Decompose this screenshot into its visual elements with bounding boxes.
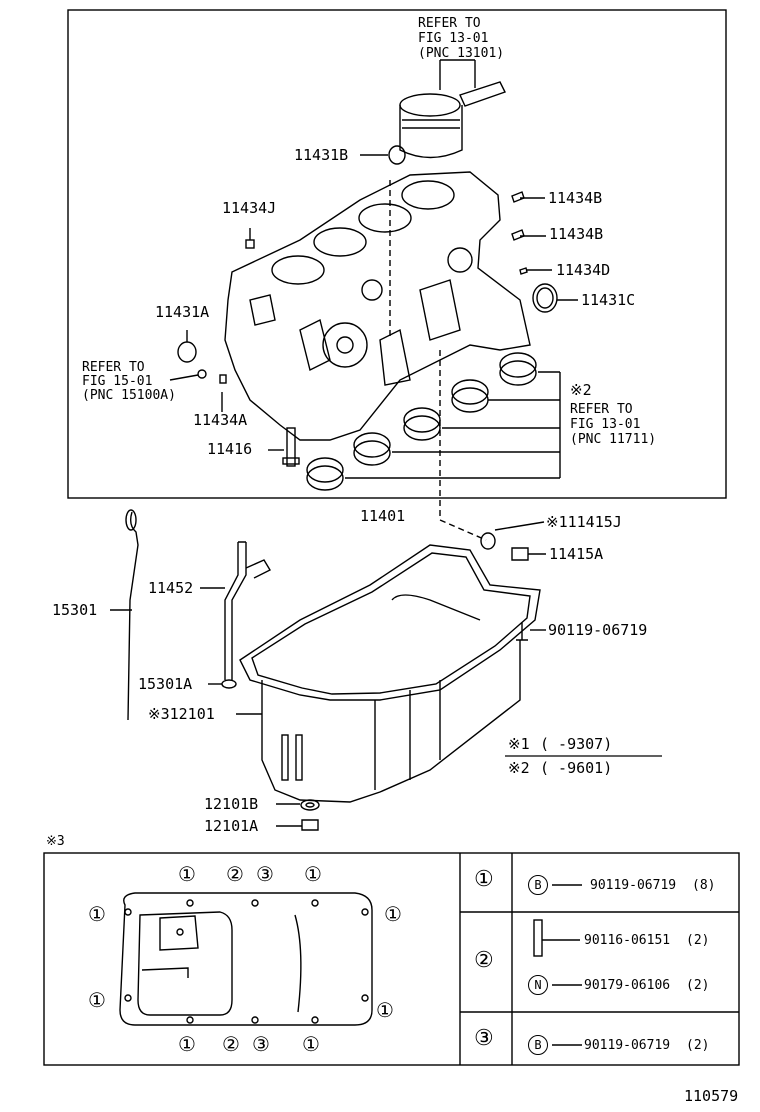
fig15-ref-line1: REFER TO — [82, 360, 145, 375]
pan-mark-bottom-3: ③ — [252, 1032, 270, 1056]
legend-row3-qty: (2) — [686, 1038, 710, 1053]
label-15301: 15301 — [52, 601, 98, 619]
pan-mark-top-4: ① — [304, 862, 322, 886]
legend-row2-letter: N — [528, 975, 548, 995]
label-mark2: ※2 — [570, 381, 592, 399]
note2-key: ※2 — [508, 759, 530, 777]
legend-row3-part: 90119-06719 — [584, 1038, 671, 1053]
label-11434B-2: 11434B — [549, 225, 604, 243]
oil-pan-body — [261, 640, 521, 803]
pan-mark-bottom-1: ① — [178, 1032, 196, 1056]
fig15-ref-line2: FIG 15-01 — [82, 374, 153, 389]
pan-mark-side-1: ① — [88, 902, 106, 926]
note1-value: ( -9307) — [540, 735, 613, 753]
legend-row1-qty: (8) — [692, 878, 716, 893]
label-11452: 11452 — [148, 579, 194, 597]
label-90119-06719: 90119-06719 — [548, 621, 648, 639]
front-pulley-boss — [322, 322, 368, 368]
label-312101: ※312101 — [148, 705, 215, 723]
legend-frame — [43, 852, 740, 1066]
bearing-ref-line2: FIG 13-01 — [570, 417, 641, 432]
pan-mark-top-2: ② — [226, 862, 244, 886]
cylinder-block — [224, 171, 531, 441]
legend-row2-part2: 90179-06106 — [584, 978, 671, 993]
oil-pan-flange — [239, 544, 541, 701]
legend-row1-number: ① — [474, 867, 494, 892]
legend-row3-number: ③ — [474, 1026, 494, 1051]
front-seal — [177, 341, 197, 363]
legend-row3-letter: B — [528, 1035, 548, 1055]
pan-mark-top-3: ③ — [256, 862, 274, 886]
pan-mark-side-3: ① — [384, 902, 402, 926]
label-11434A: 11434A — [193, 411, 248, 429]
dipstick — [127, 511, 139, 721]
label-111415J: ※111415J — [546, 513, 622, 531]
label-11434B-1: 11434B — [548, 189, 603, 207]
pan-mark-top-1: ① — [178, 862, 196, 886]
pan-mark-side-2: ① — [88, 988, 106, 1012]
pan-mark-side-4: ① — [376, 998, 394, 1022]
label-11415A: 11415A — [549, 545, 604, 563]
legend-row2-qty2: (2) — [686, 978, 710, 993]
label-12101A: 12101A — [204, 817, 259, 835]
label-11431B: 11431B — [294, 146, 349, 164]
note2-value: ( -9601) — [540, 759, 613, 777]
legend-row2-part1: 90116-06151 — [584, 933, 671, 948]
legend-row1-letter: B — [528, 875, 548, 895]
legend-row1-part: 90119-06719 — [590, 878, 677, 893]
fig15-ref-line3: (PNC 15100A) — [82, 388, 176, 403]
rod-bush — [388, 145, 406, 165]
label-15301A: 15301A — [138, 675, 193, 693]
label-11401: 11401 — [360, 507, 406, 525]
legend-row2-qty1: (2) — [686, 933, 710, 948]
piston-pin — [459, 81, 506, 107]
pan-mark-bottom-4: ① — [302, 1032, 320, 1056]
legend-title: ※3 — [46, 834, 65, 849]
note1-key: ※1 — [508, 735, 530, 753]
piston-body — [399, 105, 463, 159]
label-11416: 11416 — [207, 440, 253, 458]
piston-ref-line1: REFER TO — [418, 16, 481, 31]
figure-id: 110579 — [684, 1087, 739, 1105]
guide-oring — [221, 679, 237, 689]
pan-bolt — [516, 622, 528, 641]
piston-ref-line2: FIG 13-01 — [418, 31, 489, 46]
bearing-ref-line3: (PNC 11711) — [570, 432, 657, 447]
legend-row2-number: ② — [474, 948, 494, 973]
piston-ref-line3: (PNC 13101) — [418, 46, 505, 61]
rear-seal — [532, 283, 558, 313]
bearing-ref-line1: REFER TO — [570, 402, 633, 417]
block-frame — [67, 9, 727, 499]
label-11431C: 11431C — [581, 291, 636, 309]
label-11434D: 11434D — [556, 261, 611, 279]
main-bearings — [306, 352, 537, 491]
label-11431A: 11431A — [155, 303, 210, 321]
piston-top — [399, 93, 461, 117]
dipstick-guide — [224, 542, 247, 680]
pan-mark-bottom-2: ② — [222, 1032, 240, 1056]
main-bolt — [286, 427, 296, 467]
label-11434J: 11434J — [222, 199, 277, 217]
pan-top-view — [119, 892, 373, 1026]
label-12101B: 12101B — [204, 795, 259, 813]
